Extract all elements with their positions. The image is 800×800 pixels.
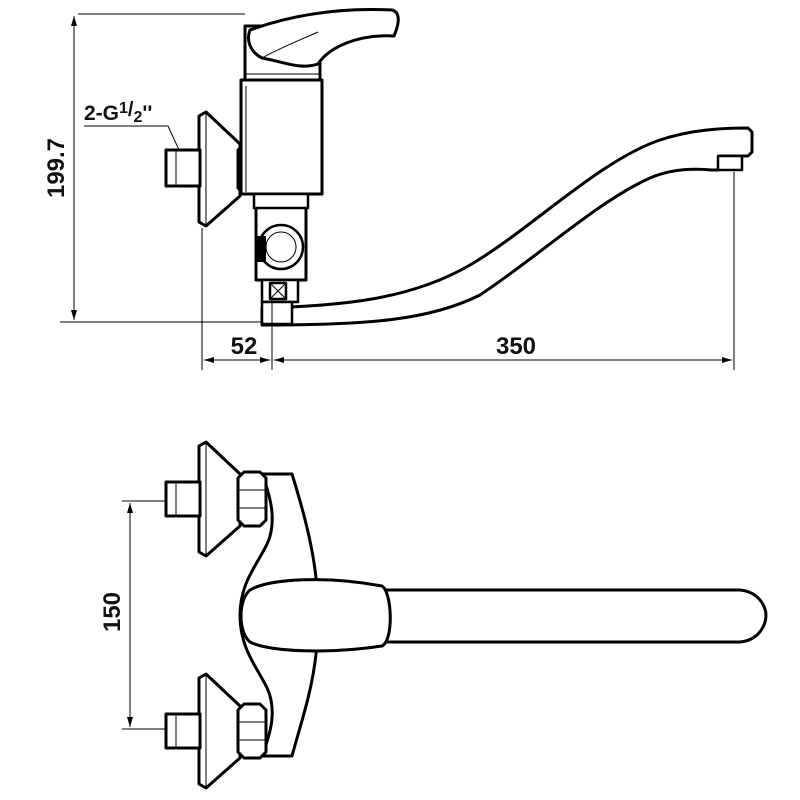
upper-flange <box>197 440 242 558</box>
upper-inlet-assembly <box>164 440 268 558</box>
spout-top <box>378 588 768 644</box>
lower-hex-nut <box>236 702 268 760</box>
swivel-collar <box>252 192 310 210</box>
handle-top <box>239 578 392 653</box>
inlet-pipe <box>164 148 202 188</box>
spout-reach-label: 350 <box>496 333 536 360</box>
spacing-dimension: 150 <box>99 500 170 730</box>
spout <box>260 126 754 327</box>
spout-root <box>260 300 294 326</box>
lower-inlet-assembly <box>164 672 268 790</box>
handle-lever <box>247 8 400 68</box>
width-dimensions: 52 350 <box>201 172 735 370</box>
swivel-shade <box>256 236 266 262</box>
wall-flange <box>197 110 242 228</box>
aerator <box>716 154 744 172</box>
upper-inlet-pipe <box>164 480 202 518</box>
upper-hex-nut <box>236 470 268 528</box>
spacing-dimension-label: 150 <box>99 592 126 632</box>
valve-body <box>239 78 324 196</box>
thread-label: 2-G1/2'' <box>84 99 181 153</box>
lower-inlet-pipe <box>164 712 202 750</box>
thread-label-text: 2-G1/2'' <box>84 99 152 126</box>
lower-flange <box>197 672 242 790</box>
wall-offset-label: 52 <box>231 333 258 360</box>
side-view: 199.7 2-G1/2'' <box>43 8 754 370</box>
height-dimension: 199.7 <box>43 13 265 323</box>
top-view: 150 <box>99 440 768 790</box>
height-dimension-label: 199.7 <box>43 138 70 198</box>
